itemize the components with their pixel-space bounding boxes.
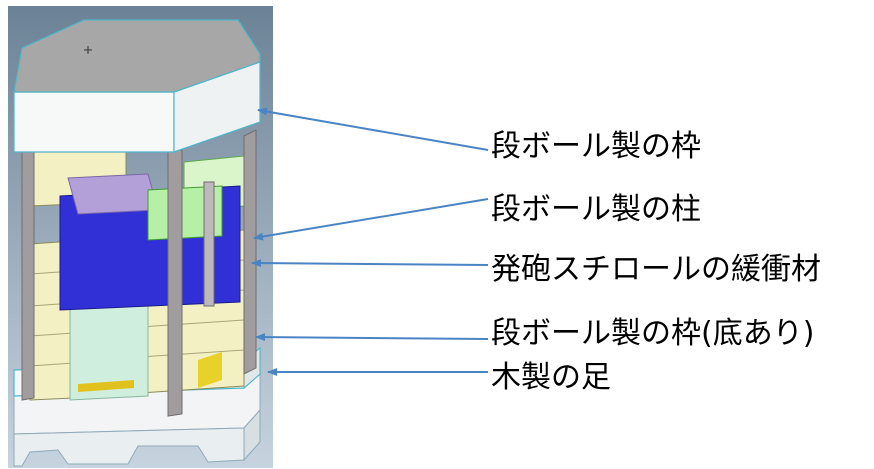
cardboard-frame-top-part bbox=[13, 19, 261, 153]
packaging-3d-render bbox=[8, 6, 273, 468]
label-cardboard-pillar: 段ボール製の柱 bbox=[491, 192, 701, 227]
arrow-cardboard-frame-bottom bbox=[255, 333, 489, 342]
label-cardboard-frame: 段ボール製の枠 bbox=[491, 129, 701, 164]
arrow-cardboard-frame bbox=[257, 107, 489, 151]
label-cardboard-frame-bottom: 段ボール製の枠(底あり) bbox=[491, 316, 815, 351]
label-styrofoam-cushion: 発砲スチロールの緩衝材 bbox=[491, 252, 821, 287]
label-wooden-feet: 木製の足 bbox=[491, 360, 611, 395]
arrow-cardboard-pillar bbox=[253, 198, 489, 241]
arrow-styrofoam-cushion bbox=[251, 259, 489, 268]
